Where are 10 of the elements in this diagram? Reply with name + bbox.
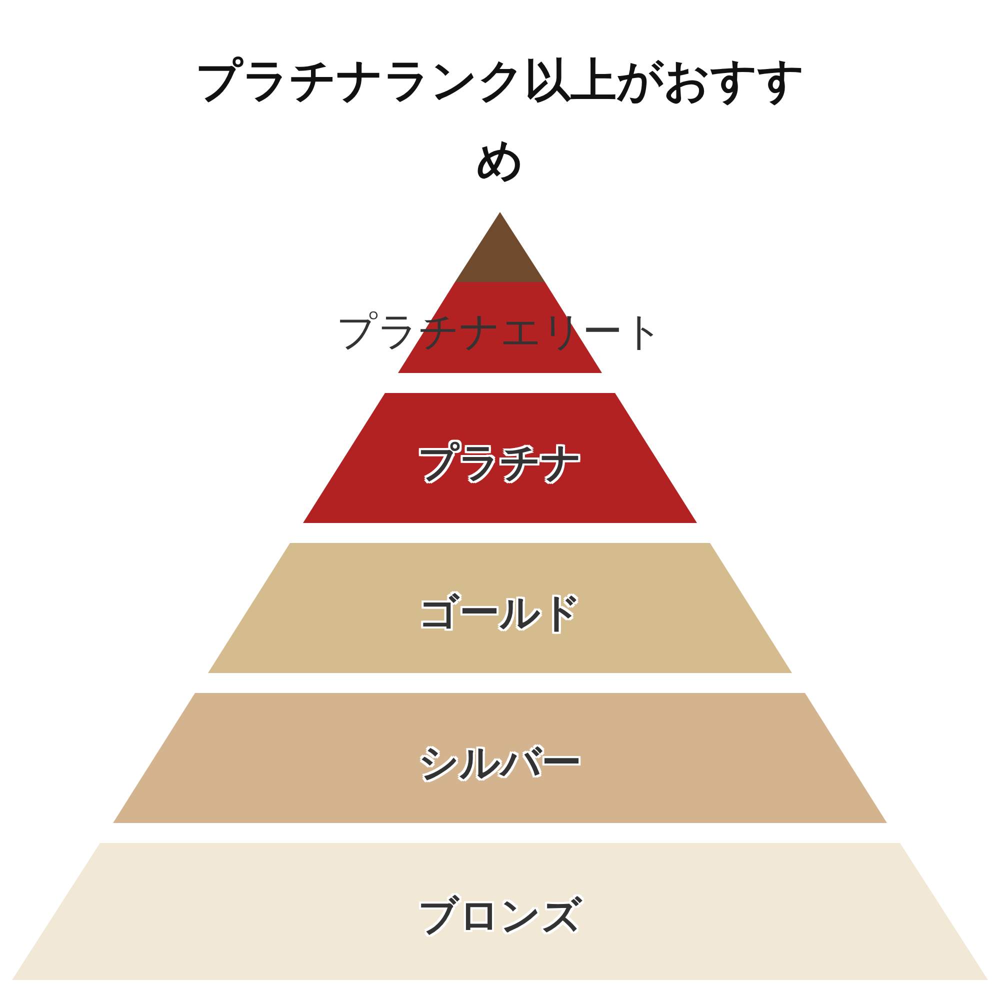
tier-label: シルバー bbox=[418, 738, 582, 788]
tier-label: プラチナ bbox=[417, 438, 583, 488]
title: プラチナランク以上がおすすめ bbox=[194, 52, 806, 189]
pyramid-tier bbox=[113, 693, 887, 823]
tier-label: ブロンズ bbox=[417, 891, 584, 941]
pyramid-tier bbox=[303, 393, 697, 523]
pyramid-tier bbox=[208, 543, 792, 673]
tier-label: ゴールド bbox=[418, 588, 582, 638]
pyramid-tier bbox=[12, 843, 988, 980]
tier-label: プラチナエリート bbox=[336, 308, 664, 357]
